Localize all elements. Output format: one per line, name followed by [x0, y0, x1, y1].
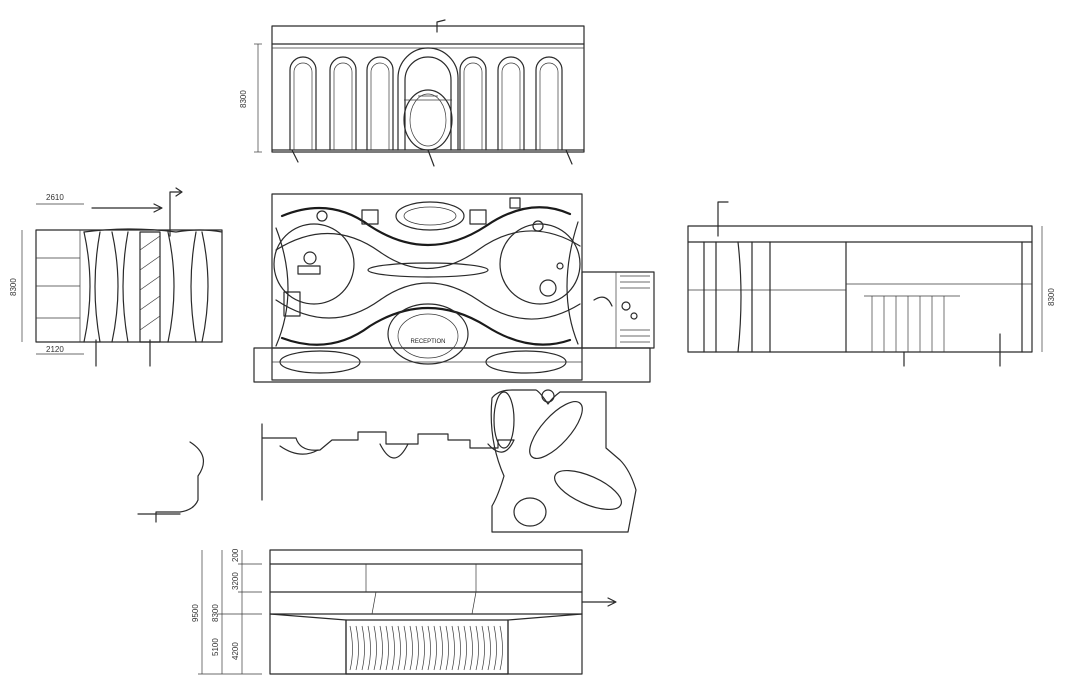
stair-block: [581, 271, 655, 349]
section-c-dim: 5100: [211, 638, 220, 656]
right-elevation: 8300: [687, 201, 1056, 367]
reception-en: RECEPTION: [410, 339, 445, 345]
section-d-dim: 4200: [231, 642, 240, 660]
reception-desk: RECEPTION: [387, 303, 469, 365]
section-a-dim: 200: [231, 548, 240, 562]
right-height-dim: 8300: [1047, 288, 1056, 306]
floor-outline: [490, 389, 637, 533]
hatch-panel: [139, 235, 161, 331]
section-wave-infill: [349, 625, 503, 671]
section-mid-dim: 8300: [211, 604, 220, 622]
front-height-dim: 8300: [239, 90, 248, 108]
section-b-dim: 3200: [231, 572, 240, 590]
section-elevation: 9500 8300 200 3200 5100 4200: [191, 548, 617, 675]
left-elevation: 2610 2120 8300: [9, 187, 223, 367]
front-elevation: 8300: [239, 19, 585, 167]
left-width-dim: 2610: [46, 193, 64, 202]
arch-row: [289, 47, 563, 151]
left-height-dim: 8300: [9, 278, 18, 296]
left-bottom-dim: 2120: [46, 345, 64, 354]
profile-sketch: [137, 423, 515, 523]
section-total-dim: 9500: [191, 604, 200, 622]
floor-plan: RECEPTION: [253, 193, 655, 383]
